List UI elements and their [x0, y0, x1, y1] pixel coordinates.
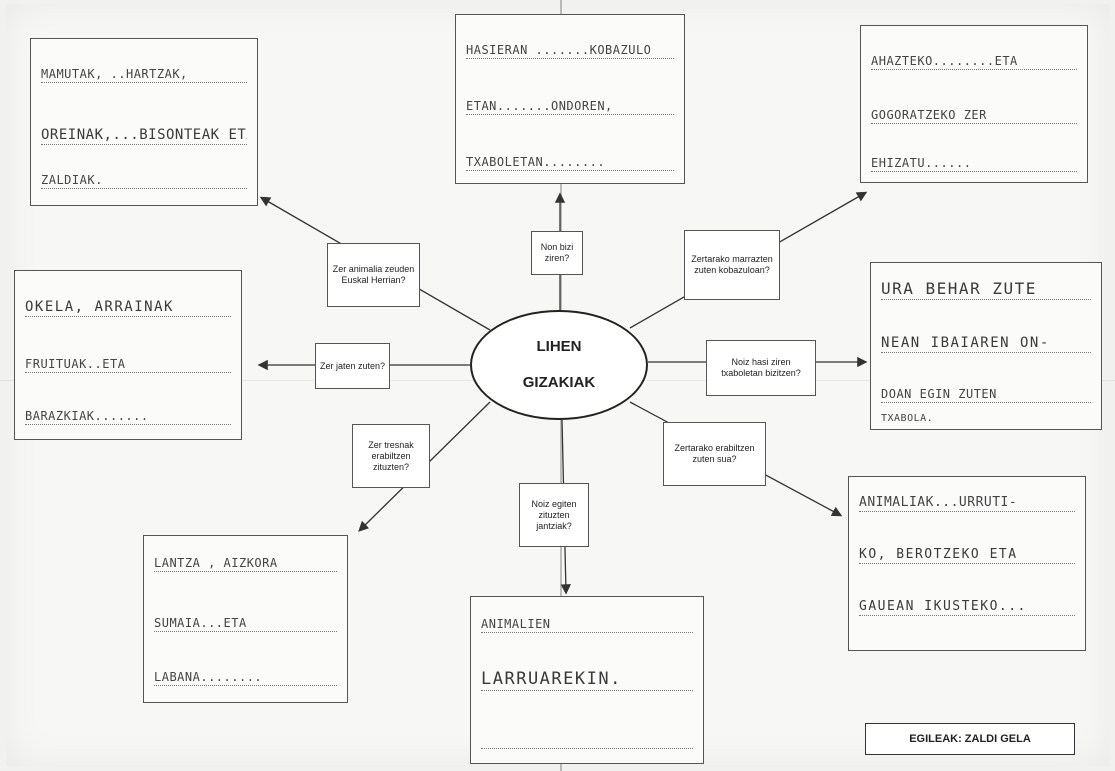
answer-line: ZALDIAK. [41, 173, 247, 189]
question-eat: Zer jaten zuten? [315, 343, 390, 389]
answer-box-clothes: ANIMALIEN LARRUAREKIN. [470, 596, 704, 764]
answer-line: MAMUTAK, ..HARTZAK, [41, 67, 247, 83]
central-topic: LIHEN GIZAKIAK [470, 310, 648, 420]
question-fire: Zertarako erabiltzen zuten sua? [663, 422, 766, 486]
answer-box-where: HASIERAN .......KOBAZULO ETAN.......ONDO… [455, 14, 685, 184]
answer-line: LABANA........ [154, 670, 337, 686]
answer-line: FRUITUAK..ETA [25, 357, 231, 373]
answer-line: HASIERAN .......KOBAZULO [466, 43, 674, 59]
answer-line: BARAZKIAK....... [25, 409, 231, 425]
credits-label: EGILEAK: ZALDI GELA [865, 723, 1075, 755]
answer-box-tools: LANTZA , AIZKORA SUMAIA...ETA LABANA....… [143, 535, 348, 703]
answer-line: OREINAK,...BISONTEAK ETA [41, 127, 247, 145]
question-where: Non bizi ziren? [531, 231, 583, 275]
answer-line: SUMAIA...ETA [154, 616, 337, 632]
answer-line: OKELA, ARRAINAK [25, 299, 231, 317]
answer-line [481, 733, 693, 749]
answer-line: TXABOLA. [881, 413, 934, 424]
answer-box-paint: AHAZTEKO........ETA GOGORATZEKO ZER EHIZ… [860, 25, 1088, 183]
answer-line: LANTZA , AIZKORA [154, 556, 337, 572]
question-tools: Zer tresnak erabiltzen zituzten? [352, 424, 430, 488]
answer-box-animals: MAMUTAK, ..HARTZAK, OREINAK,...BISONTEAK… [30, 38, 258, 206]
question-paint: Zertarako marrazten zuten kobazuloan? [684, 230, 780, 300]
answer-line: GAUEAN IKUSTEKO... [859, 599, 1075, 616]
answer-line: ANIMALIAK...URRUTI- [859, 495, 1075, 512]
answer-box-huts: URA BEHAR ZUTE NEAN IBAIAREN ON- DOAN EG… [870, 262, 1102, 430]
answer-box-eat: OKELA, ARRAINAK FRUITUAK..ETA BARAZKIAK.… [14, 270, 242, 440]
question-huts: Noiz hasi ziren txaboletan bizitzen? [706, 340, 816, 396]
question-clothes: Noiz egiten zituzten jantziak? [519, 483, 589, 547]
answer-line: ANIMALIEN [481, 617, 693, 633]
answer-line: KO, BEROTZEKO ETA [859, 547, 1075, 564]
answer-line: ETAN.......ONDOREN, [466, 99, 674, 115]
answer-line: AHAZTEKO........ETA [871, 54, 1077, 70]
answer-line: LARRUAREKIN. [481, 669, 693, 691]
answer-line: DOAN EGIN ZUTEN [881, 387, 1091, 403]
answer-line: TXABOLETAN........ [466, 155, 674, 171]
answer-line: GOGORATZEKO ZER [871, 108, 1077, 124]
central-topic-line2: GIZAKIAK [522, 374, 596, 391]
answer-line: NEAN IBAIAREN ON- [881, 335, 1091, 353]
answer-box-fire: ANIMALIAK...URRUTI- KO, BEROTZEKO ETA GA… [848, 476, 1086, 651]
answer-line: URA BEHAR ZUTE [881, 279, 1091, 300]
answer-line: EHIZATU...... [871, 156, 1077, 172]
question-animals: Zer animalia zeuden Euskal Herrian? [327, 243, 420, 307]
central-topic-line1: LIHEN [536, 338, 582, 355]
